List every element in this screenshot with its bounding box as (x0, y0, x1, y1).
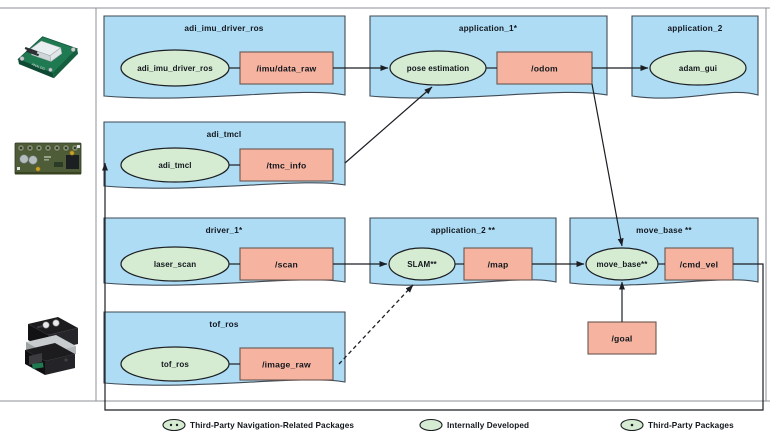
topic-rect[interactable] (239, 148, 334, 182)
package-adi_tmcl[interactable]: adi_tmcl adi_tmcl /tmc_info (103, 121, 346, 189)
topic-label: /odom (531, 64, 558, 74)
package-title: application_2 ** (431, 226, 496, 235)
node-label: SLAM** (407, 260, 437, 269)
node-label: adi_imu_driver_ros (137, 64, 213, 73)
package-title: adi_tmcl (207, 130, 242, 139)
node-label: move_base** (597, 260, 649, 269)
node-ellipse[interactable] (649, 50, 747, 86)
legend-dot (175, 423, 179, 427)
topic-label: /map (488, 260, 509, 270)
legend-dot (169, 423, 173, 427)
legend-label: Third-Party Packages (648, 421, 734, 430)
ellipse-double-dot-icon (162, 418, 186, 432)
ellipse-plain-icon (419, 418, 443, 432)
edge-image_raw-to-slam (338, 284, 414, 365)
topic-label: /image_raw (262, 360, 311, 370)
topic-label: /scan (275, 260, 298, 270)
topic-rect[interactable] (239, 51, 334, 85)
legend-label: Internally Developed (447, 421, 529, 430)
package-application_2-gui[interactable]: application_2 adam_gui (631, 15, 759, 99)
package-title: driver_1* (206, 226, 243, 235)
topic-rect[interactable] (664, 247, 734, 281)
package-title: tof_ros (209, 320, 238, 329)
node-label: tof_ros (161, 360, 189, 369)
topic-rect[interactable] (496, 51, 593, 85)
topic-goal[interactable]: /goal (587, 321, 657, 355)
package-adi_imu_driver_ros[interactable]: adi_imu_driver_ros adi_imu_driver_ros /i… (103, 15, 346, 99)
tof-camera-photo (8, 300, 92, 382)
package-title: application_1* (459, 24, 518, 33)
package-title: application_2 (668, 24, 723, 33)
package-application_2-slam[interactable]: application_2 ** SLAM** /map (369, 217, 557, 286)
topic-label: /imu/data_raw (257, 64, 317, 74)
package-tof_ros[interactable]: tof_ros tof_ros /image_raw (103, 311, 346, 386)
topic-rect[interactable] (239, 347, 334, 381)
motor-driver-board-photo (6, 128, 90, 190)
legend-label: Third-Party Navigation-Related Packages (190, 421, 354, 430)
node-label: laser_scan (154, 260, 196, 269)
node-label: adi_tmcl (158, 161, 191, 170)
topic-label: /cmd_vel (680, 260, 718, 270)
legend-item-third-party: Third-Party Packages (620, 418, 734, 432)
package-title: adi_imu_driver_ros (184, 24, 263, 33)
edge-cmd_vel-feedback-to-adi_tmcl (102, 162, 764, 411)
svg-text:ANALOG: ANALOG (31, 62, 46, 71)
legend: Third-Party Navigation-Related Packages … (162, 418, 734, 432)
legend-item-third-party-nav: Third-Party Navigation-Related Packages (162, 418, 354, 432)
package-move_base[interactable]: move_base ** move_base** /cmd_vel (569, 217, 759, 286)
package-title: move_base ** (636, 226, 692, 235)
topic-rect[interactable] (239, 247, 334, 281)
topic-label: /goal (611, 334, 632, 344)
package-application_1[interactable]: application_1* pose estimation /odom (369, 15, 608, 99)
imu-board-photo: ANALOG (6, 20, 90, 92)
legend-item-internal: Internally Developed (419, 418, 529, 432)
edge-tmc_info-to-pose (344, 86, 433, 164)
edge-odom-to-move_base (591, 83, 624, 247)
topic-label: /tmc_info (267, 161, 307, 171)
node-label: pose estimation (407, 64, 469, 73)
node-label: adam_gui (679, 64, 717, 73)
topic-rect[interactable] (587, 321, 657, 355)
legend-dot (630, 423, 634, 427)
package-driver_1[interactable]: driver_1* laser_scan /scan (103, 217, 346, 286)
